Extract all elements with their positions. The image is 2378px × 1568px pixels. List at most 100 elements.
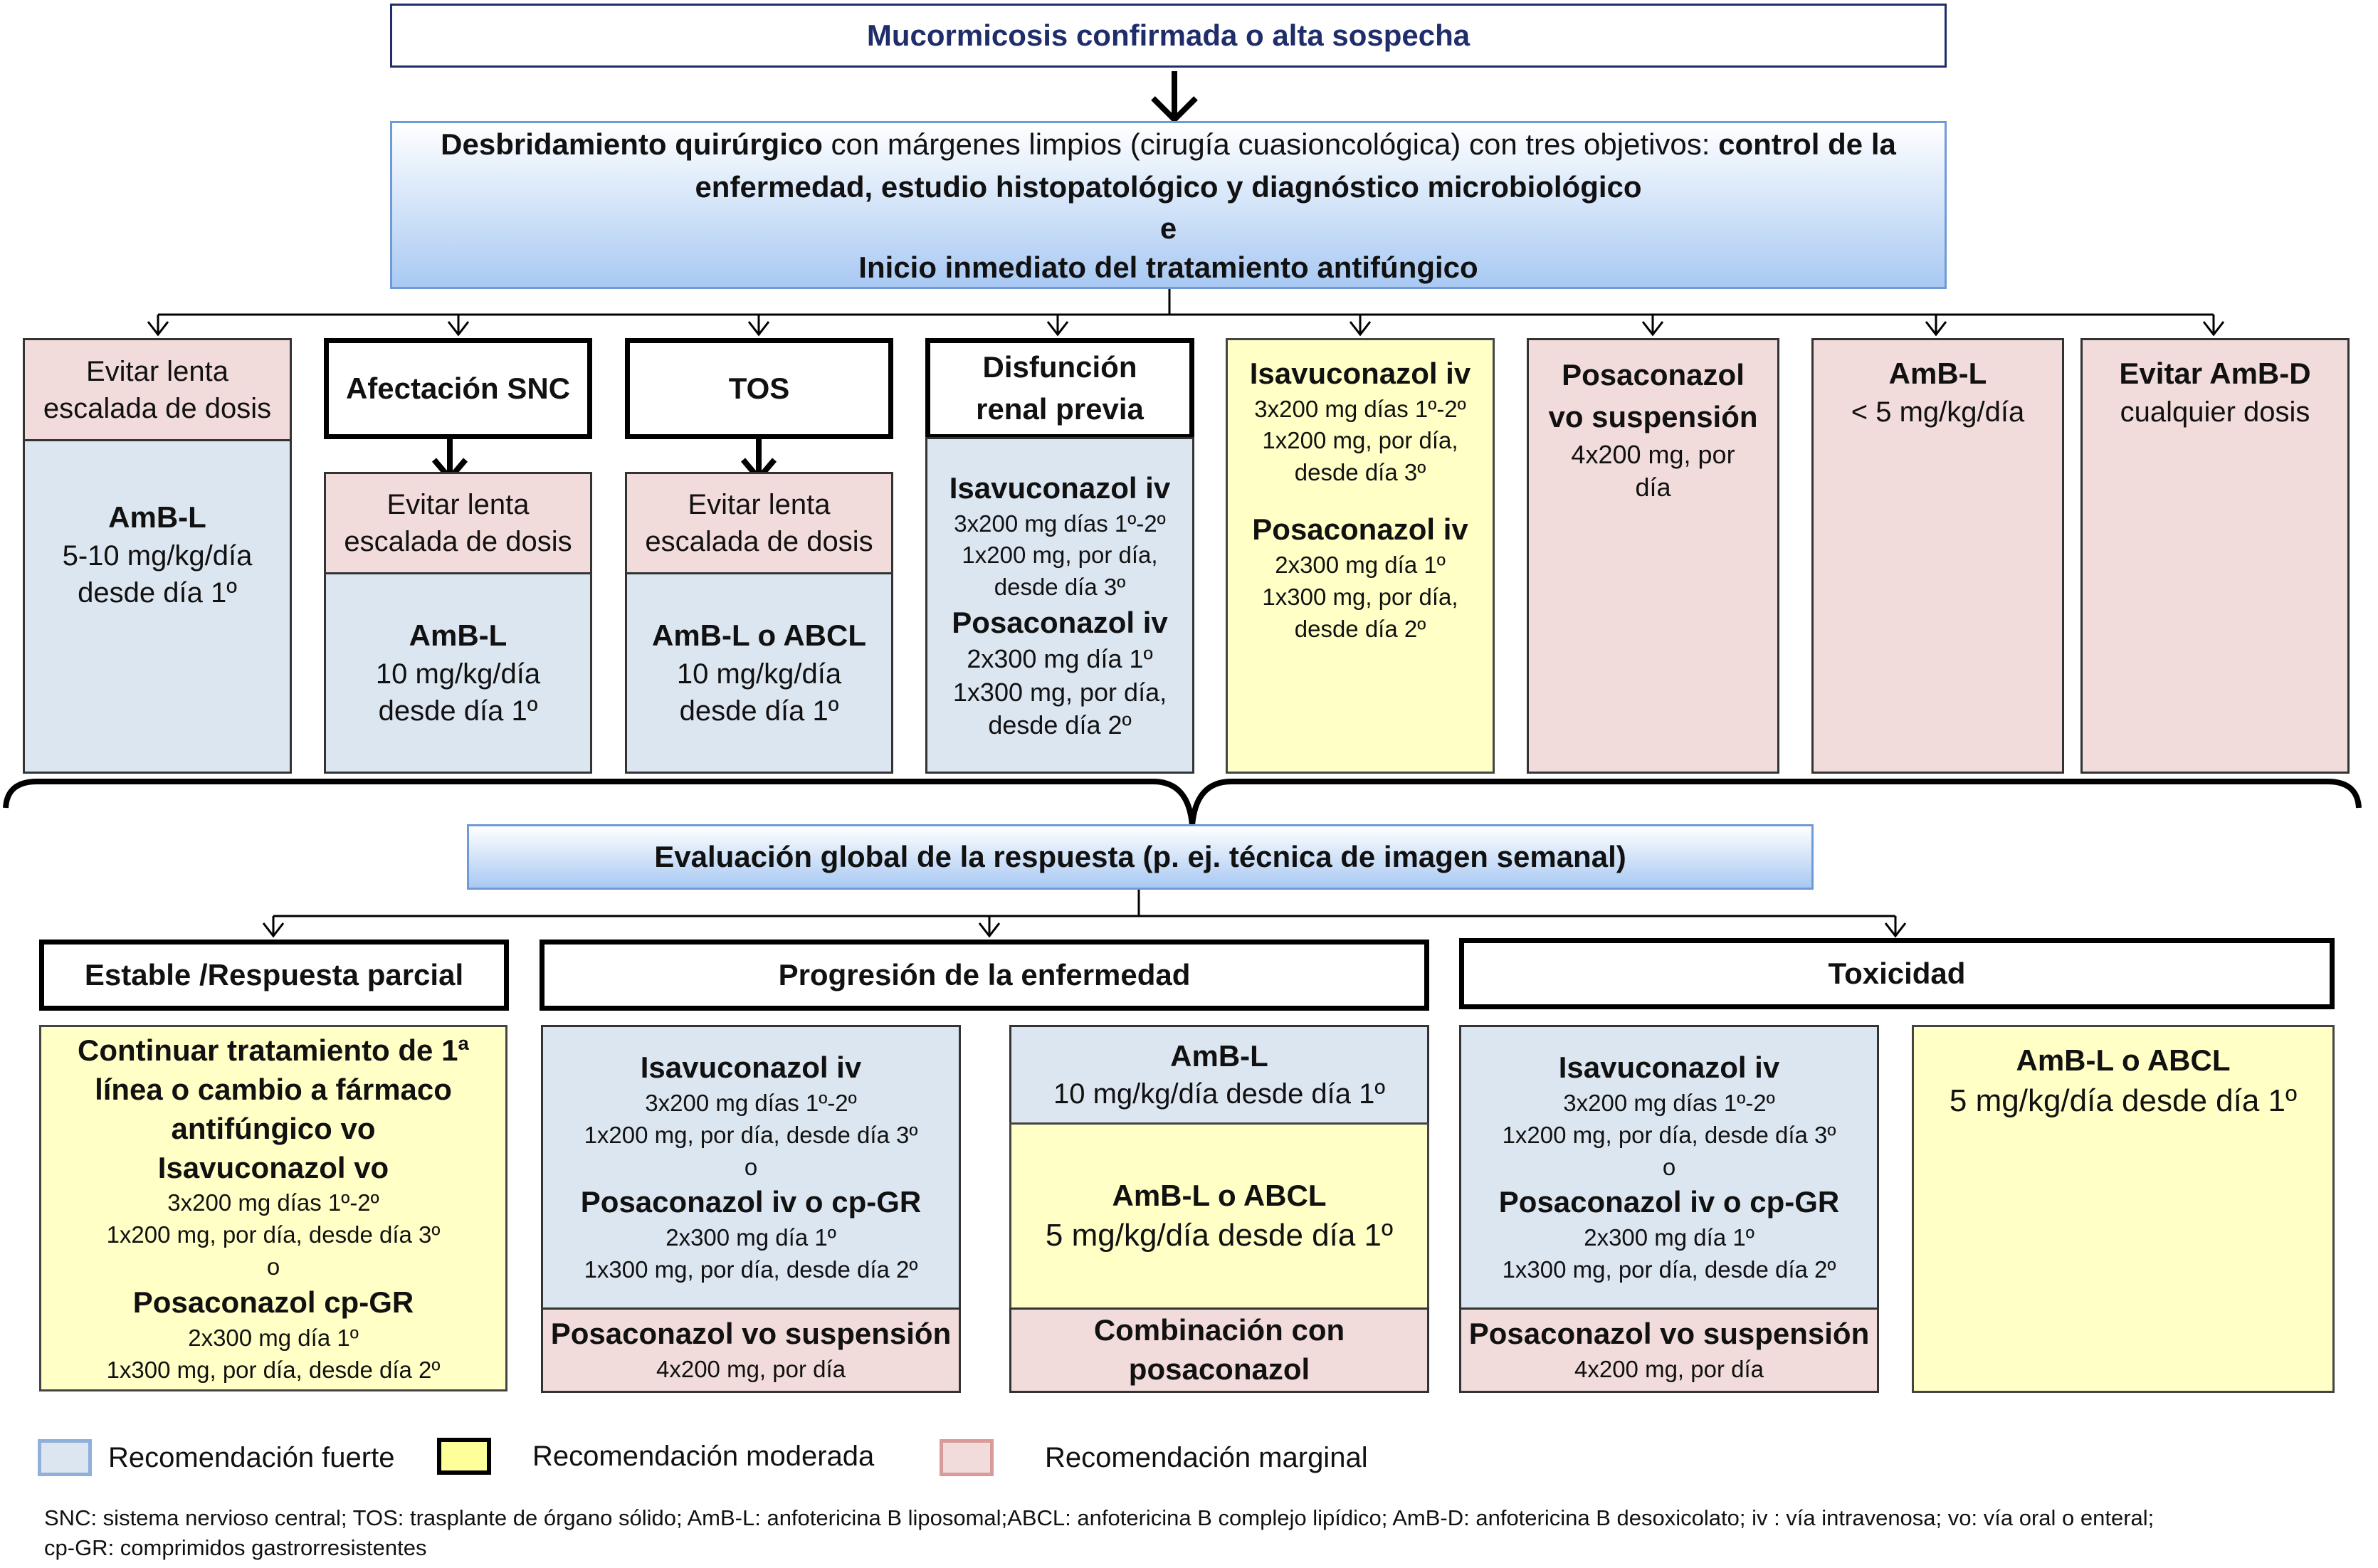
tox-right-drug: AmB-L o ABCL [2016,1043,2231,1077]
tox-right-dose: 5 mg/kg/día desde día 1º [1949,1083,2298,1118]
col3-header-text: TOS [728,371,790,405]
debridement-label: Desbridamiento quirúrgico [441,127,823,161]
tox-left-drug2-dose2: 1x300 mg, por día, desde día 2º [1502,1256,1836,1283]
col3-drug: AmB-L o ABCL [652,619,866,653]
col2-warning: Evitar lenta escalada de dosis [324,472,592,574]
col2-treatment: AmB-L 10 mg/kg/día desde día 1º [324,572,592,774]
toxicity-right-treatment: AmB-L o ABCL 5 mg/kg/día desde día 1º [1912,1025,2335,1393]
toxicity-left-marginal: Posaconazol vo suspensión 4x200 mg, por … [1459,1307,1879,1393]
prog-left-or: o [744,1153,758,1180]
tox-left-drug2-dose1: 2x300 mg día 1º [1584,1224,1754,1251]
col4-header: Disfunción renal previa [925,338,1194,439]
prog-right-top-drug: AmB-L [1170,1038,1268,1073]
toxicity-header-text: Toxicidad [1828,956,1966,990]
col7-drug: AmB-L [1888,357,1987,390]
evaluation-text: Evaluación global de la respuesta (p. ej… [654,839,1626,873]
conjunction-e: e [1159,211,1177,246]
toxicity-header: Toxicidad [1459,938,2335,1009]
tox-left-drug1: Isavuconazol iv [1558,1051,1780,1085]
col8-drug: Evitar AmB-D [2119,357,2311,390]
prog-left-drug2-dose2: 1x300 mg, por día, desde día 2º [584,1256,918,1283]
col6-drug: Posaconazol vo suspensión [1548,358,1758,433]
stable-or: o [266,1253,280,1280]
objectives-label: control de la enfermedad, estudio histop… [695,127,1896,204]
prog-right-top-dose: 10 mg/kg/día desde día 1º [1053,1078,1386,1110]
prog-left-drug1-dose1: 3x200 mg días 1º-2º [645,1089,857,1116]
legend-swatch-strong [38,1439,92,1476]
col3-dose: 10 mg/kg/día [676,658,842,690]
footnote: SNC: sistema nervioso central; TOS: tras… [44,1503,2372,1563]
stable-intro: Continuar tratamiento de 1ª línea o camb… [78,1033,469,1146]
evaluation-box: Evaluación global de la respuesta (p. ej… [467,824,1814,890]
col1-treatment: AmB-L 5-10 mg/kg/día desde día 1º [23,439,292,774]
col5-treatment: Isavuconazol iv 3x200 mg días 1º-2º 1x20… [1226,338,1495,774]
col8-treatment: Evitar AmB-D cualquier dosis [2080,338,2350,774]
col7-treatment: AmB-L < 5 mg/kg/día [1811,338,2064,774]
prog-left-drug1: Isavuconazol iv [640,1051,862,1085]
legend-label-marginal: Recomendación marginal [1045,1442,1368,1473]
page-title: Mucormicosis confirmada o alta sospecha [866,18,1471,52]
col4-header-text: Disfunción renal previa [976,350,1144,426]
col1-warning: Evitar lenta escalada de dosis [23,338,292,441]
progression-right-strong: AmB-L 10 mg/kg/día desde día 1º [1009,1025,1429,1125]
col2-header: Afectación SNC [324,338,592,439]
legend-label-moderate: Recomendación moderada [532,1441,875,1472]
tox-left-drug1-dose1: 3x200 mg días 1º-2º [1563,1089,1775,1116]
tox-left-or: o [1662,1153,1676,1180]
col4-drug2: Posaconazol iv [952,606,1168,640]
progression-header: Progresión de la enfermedad [540,940,1429,1011]
col3-header: TOS [625,338,893,439]
col4-drug2-dose1: 2x300 mg día 1º [967,643,1153,673]
col4-drug2-dose2: 1x300 mg, por día, [952,677,1167,707]
col1-drug: AmB-L [108,500,206,534]
col5-drug2-dose1: 2x300 mg día 1º [1275,551,1446,578]
col4-treatment: Isavuconazol iv 3x200 mg días 1º-2º 1x20… [925,437,1194,774]
col5-drug1-start: desde día 3º [1294,459,1426,486]
col7-dose: < 5 mg/kg/día [1851,396,2025,428]
col1-warning-text: Evitar lenta escalada de dosis [43,355,272,424]
stable-header: Estable /Respuesta parcial [39,940,509,1011]
antifungal-start-label: Inicio inmediato del tratamiento antifún… [858,250,1478,284]
col6-dose: 4x200 mg, por día [1571,439,1735,503]
prog-right-mid-dose: 5 mg/kg/día desde día 1º [1045,1218,1394,1253]
col4-drug1: Isavuconazol iv [949,471,1171,505]
progression-left-marginal: Posaconazol vo suspensión 4x200 mg, por … [541,1307,961,1393]
col2-warning-text: Evitar lenta escalada de dosis [344,489,572,557]
prog-left-bottom-drug: Posaconazol vo suspensión [550,1317,952,1351]
col4-drug1-dose1: 3x200 mg días 1º-2º [954,510,1166,537]
stable-drug2-dose1: 2x300 mg día 1º [188,1324,359,1351]
title-box: Mucormicosis confirmada o alta sospecha [390,4,1947,68]
col4-drug1-start: desde día 3º [994,574,1126,601]
stable-treatment: Continuar tratamiento de 1ª línea o camb… [39,1025,507,1391]
col2-drug: AmB-L [409,619,507,653]
tox-left-bottom-drug: Posaconazol vo suspensión [1468,1317,1870,1351]
legend-swatch-marginal [940,1439,994,1476]
prog-right-mid-drug: AmB-L o ABCL [1112,1178,1327,1212]
progression-right-marginal: Combinación con posaconazol [1009,1307,1429,1393]
stable-header-text: Estable /Respuesta parcial [84,957,464,991]
col3-warning: Evitar lenta escalada de dosis [625,472,893,574]
prog-left-bottom-dose: 4x200 mg, por día [656,1355,846,1382]
col3-start: desde día 1º [679,695,839,727]
footnote-line1: SNC: sistema nervioso central; TOS: tras… [44,1505,2155,1530]
col2-header-text: Afectación SNC [345,371,571,405]
stable-drug2: Posaconazol cp-GR [132,1285,414,1320]
footnote-line2: cp-GR: comprimidos gastrorresistentes [44,1535,427,1560]
col6-treatment: Posaconazol vo suspensión 4x200 mg, por … [1527,338,1779,774]
stable-drug1: Isavuconazol vo [157,1150,389,1184]
prog-left-drug2-dose1: 2x300 mg día 1º [665,1224,836,1251]
col2-dose: 10 mg/kg/día [375,658,541,690]
tox-left-bottom-dose: 4x200 mg, por día [1574,1355,1764,1382]
col5-drug2: Posaconazol iv [1252,512,1468,547]
tox-left-drug1-dose2: 1x200 mg, por día, desde día 3º [1502,1121,1836,1148]
col2-start: desde día 1º [378,695,538,727]
tox-left-drug2: Posaconazol iv o cp-GR [1498,1185,1840,1219]
col5-drug1-dose2: 1x200 mg, por día, [1262,427,1458,454]
stable-drug2-dose2: 1x300 mg, por día, desde día 2º [106,1356,441,1383]
stable-drug1-dose2: 1x200 mg, por día, desde día 3º [106,1221,441,1248]
prog-left-drug2: Posaconazol iv o cp-GR [580,1185,922,1219]
col3-warning-text: Evitar lenta escalada de dosis [645,489,873,557]
initial-treatment-text: Desbridamiento quirúrgico con márgenes l… [392,123,1945,209]
col4-drug2-start: desde día 2º [988,710,1132,740]
col5-drug2-dose2: 1x300 mg, por día, [1262,583,1458,610]
